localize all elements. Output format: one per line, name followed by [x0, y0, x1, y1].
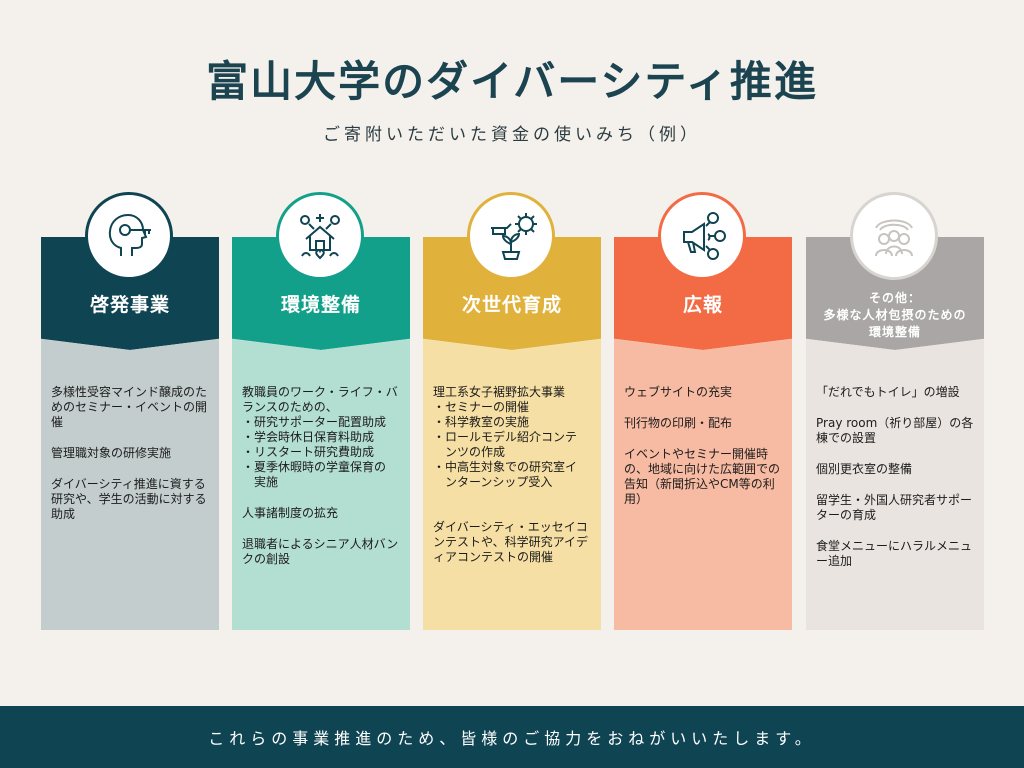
- column-body: [614, 339, 792, 630]
- list-item: ダイバーシティ推進に資する研究や、学生の活動に対する助成: [51, 477, 207, 521]
- list-item: 人事諸制度の拡充: [242, 506, 339, 520]
- list-item: ・セミナーの開催 ・科学教室の実施 ・ロールモデル紹介コンテ ンツの作成 ・中高…: [433, 400, 578, 489]
- list-item: 教職員のワーク・ライフ・バランスのための、: [242, 385, 398, 414]
- list-item: 多様性受容マインド醸成のためのセミナー・イベントの開催: [51, 385, 208, 429]
- list-item: 食堂メニューにハラルメニュー追加: [816, 539, 973, 568]
- list-item: ダイバーシティ・エッセイコンテストや、科学研究アイディアコンテストの開催: [433, 520, 589, 564]
- list-item: 留学生・外国人研究者サポーターの育成: [816, 493, 973, 522]
- column-items: 「だれでもトイレ」の増設 Pray room（祈り部屋）の各棟での設置 個別更衣…: [816, 385, 978, 585]
- column-title: 次世代育成: [461, 294, 562, 316]
- column-title: その他： 多様な人材包摂のための 環境整備: [823, 291, 967, 339]
- column-body: [806, 339, 984, 630]
- list-item: Pray room（祈り部屋）の各棟での設置: [816, 416, 974, 445]
- list-item: 個別更衣室の整備: [816, 462, 913, 476]
- column-next-generation: 次世代育成 理工系女子裾野拡大事業 ・セミナーの開催 ・科学教室の実施 ・ロール…: [423, 192, 601, 630]
- column-items: 教職員のワーク・ライフ・バランスのための、 ・研究サポーター配置助成 ・学会時休…: [242, 385, 404, 583]
- column-title: 啓発事業: [89, 294, 170, 316]
- column-items: 多様性受容マインド醸成のためのセミナー・イベントの開催 管理職対象の研修実施 ダ…: [51, 385, 213, 538]
- list-item: 刊行物の印刷・配布: [624, 416, 733, 430]
- column-pr: 広報 ウェブサイトの充実 刊行物の印刷・配布 イベントやセミナー開催時の、地域に…: [614, 192, 792, 630]
- column-body: [423, 339, 601, 630]
- column-title: 環境整備: [280, 294, 361, 316]
- column-other: その他： 多様な人材包摂のための 環境整備 「だれでもトイレ」の増設 Pray …: [806, 192, 984, 630]
- megaphone-icon: [658, 192, 746, 280]
- footer-banner: これらの事業推進のため、皆様のご協力をおねがいいたします。: [0, 706, 1024, 768]
- column-title: 広報: [682, 294, 723, 316]
- column-items: 理工系女子裾野拡大事業 ・セミナーの開催 ・科学教室の実施 ・ロールモデル紹介コ…: [433, 385, 595, 581]
- column-body: [232, 339, 410, 630]
- sprout-gear-icon: [467, 192, 555, 280]
- list-item: 退職者によるシニア人材バンクの創設: [242, 537, 399, 566]
- column-items: ウェブサイトの充実 刊行物の印刷・配布 イベントやセミナー開催時の、地域に向けた…: [624, 385, 786, 523]
- list-item: 「だれでもトイレ」の増設: [816, 385, 960, 399]
- people-group-icon: [850, 192, 938, 280]
- list-item: ウェブサイトの充実: [624, 385, 733, 399]
- list-item: イベントやセミナー開催時の、地域に向けた広範囲での告知（新聞折込やCM等の利用）: [624, 447, 781, 506]
- page-subtitle: ご寄附いただいた資金の使いみち（例）: [323, 125, 701, 145]
- column-body: [41, 339, 219, 630]
- list-item: 管理職対象の研修実施: [51, 446, 172, 460]
- list-item: ・研究サポーター配置助成 ・学会時休日保育料助成 ・リスタート研究費助成 ・夏季…: [242, 415, 387, 489]
- column-environment: 環境整備 教職員のワーク・ライフ・バランスのための、 ・研究サポーター配置助成 …: [232, 192, 410, 630]
- column-awareness: 啓発事業 多様性受容マインド醸成のためのセミナー・イベントの開催 管理職対象の研…: [41, 192, 219, 630]
- head-key-icon: [85, 192, 173, 280]
- house-support-icon: [276, 192, 364, 280]
- list-item: 理工系女子裾野拡大事業: [433, 385, 566, 399]
- page-title: 富山大学のダイバーシティ推進: [206, 57, 818, 106]
